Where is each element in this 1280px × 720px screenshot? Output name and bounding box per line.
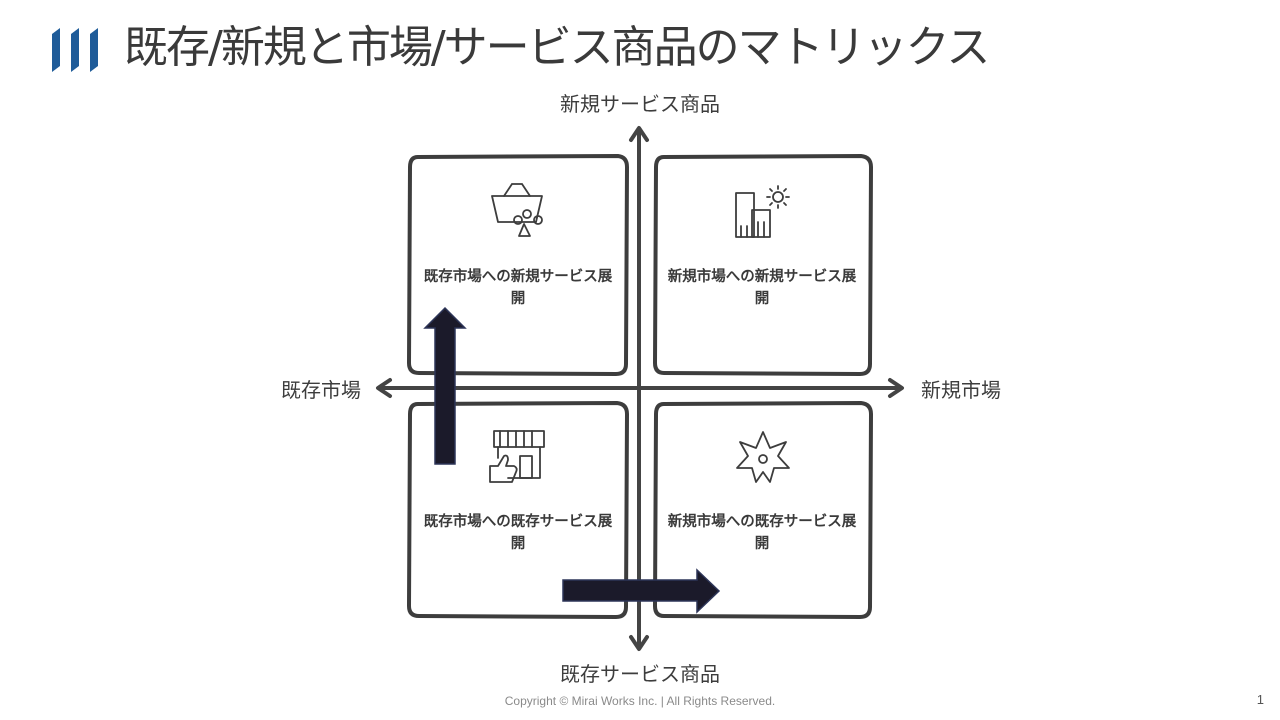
axis-arrowhead-bottom	[629, 635, 649, 651]
quadrant-label-top-left: 既存市場への新規サービス展開	[423, 269, 613, 307]
quadrant-box-bottom-right	[653, 401, 873, 619]
axis-label-existing-market: 既存市場	[281, 378, 361, 402]
axis-arrowhead-top	[629, 126, 649, 142]
page-number: 1	[1256, 692, 1264, 707]
axis-label-new-services: 新規サービス商品	[560, 92, 720, 116]
axis-arrowhead-right	[888, 378, 904, 398]
axis-arrowhead-left	[376, 378, 392, 398]
company-logo	[52, 28, 98, 72]
quadrant-label-top-right: 新規市場への新規サービス展開	[667, 269, 857, 307]
building-sun-icon	[735, 185, 790, 238]
axis-label-new-market: 新規市場	[921, 378, 1001, 402]
quadrant-label-bottom-left: 既存市場への既存サービス展開	[423, 514, 613, 552]
quadrant-box-bottom-left	[407, 401, 629, 619]
slide-title: 既存/新規と市場/サービス商品のマトリックス	[124, 22, 990, 73]
axis-label-existing-services: 既存サービス商品	[560, 662, 720, 686]
quadrant-box-top-left	[407, 154, 629, 376]
basket-icon	[491, 183, 543, 237]
star-burst-icon	[736, 431, 790, 483]
arrow-up-existing-market	[423, 306, 467, 465]
quadrant-box-top-right	[653, 154, 873, 376]
arrow-right-existing-service	[562, 568, 721, 614]
copyright-footer: Copyright © Mirai Works Inc. | All Right…	[504, 694, 776, 708]
store-thumbs-up-icon	[489, 430, 545, 483]
quadrant-label-bottom-right: 新規市場への既存サービス展開	[667, 514, 857, 552]
